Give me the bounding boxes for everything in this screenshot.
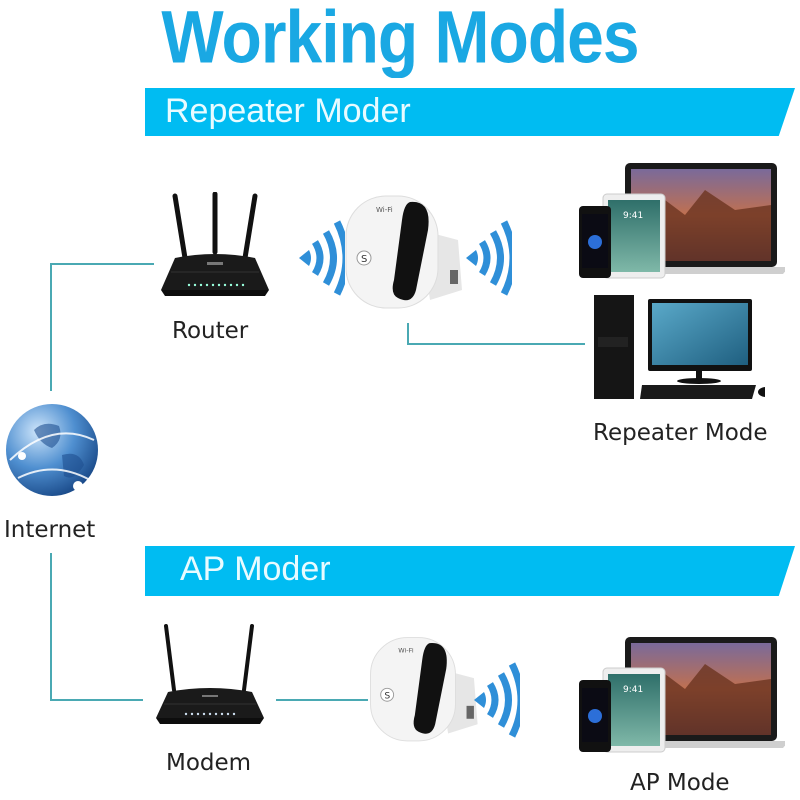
wifi-repeater-icon: S Wi-Fi xyxy=(340,190,470,320)
connector-line xyxy=(50,263,52,391)
page-title: Working Modes xyxy=(161,0,639,78)
svg-text:Wi-Fi: Wi-Fi xyxy=(398,646,414,654)
modem-label: Modem xyxy=(166,750,252,776)
router-icon xyxy=(155,192,275,302)
banner-label: Repeater Moder xyxy=(165,92,411,130)
globe-icon xyxy=(4,400,100,506)
connector-line xyxy=(50,263,154,265)
svg-text:9:41: 9:41 xyxy=(623,211,643,221)
devices-icon: 9:41 xyxy=(575,160,785,280)
svg-text:9:41: 9:41 xyxy=(623,685,643,695)
router-label: Router xyxy=(172,318,249,344)
connector-line xyxy=(407,323,409,345)
svg-text:S: S xyxy=(384,690,390,701)
internet-label: Internet xyxy=(4,517,96,543)
svg-text:S: S xyxy=(361,254,367,265)
ap-mode-label: AP Mode xyxy=(630,770,730,796)
devices-icon: 9:41 xyxy=(575,634,785,754)
connector-line xyxy=(50,553,52,700)
connector-line xyxy=(276,699,368,701)
ap-mode-banner: AP Moder xyxy=(145,546,795,596)
wifi-repeater-icon: S Wi-Fi xyxy=(365,632,485,752)
wifi-signal-icon xyxy=(462,218,512,298)
connector-line xyxy=(50,699,143,701)
wifi-signal-icon xyxy=(295,218,345,298)
wifi-signal-icon xyxy=(470,660,520,740)
desktop-pc-icon xyxy=(590,295,765,405)
modem-icon xyxy=(150,620,270,730)
banner-label: AP Moder xyxy=(180,550,331,588)
connector-line xyxy=(407,343,585,345)
svg-text:Wi-Fi: Wi-Fi xyxy=(376,206,393,214)
repeater-mode-banner: Repeater Moder xyxy=(145,88,795,136)
repeater-mode-label: Repeater Mode xyxy=(593,420,768,446)
